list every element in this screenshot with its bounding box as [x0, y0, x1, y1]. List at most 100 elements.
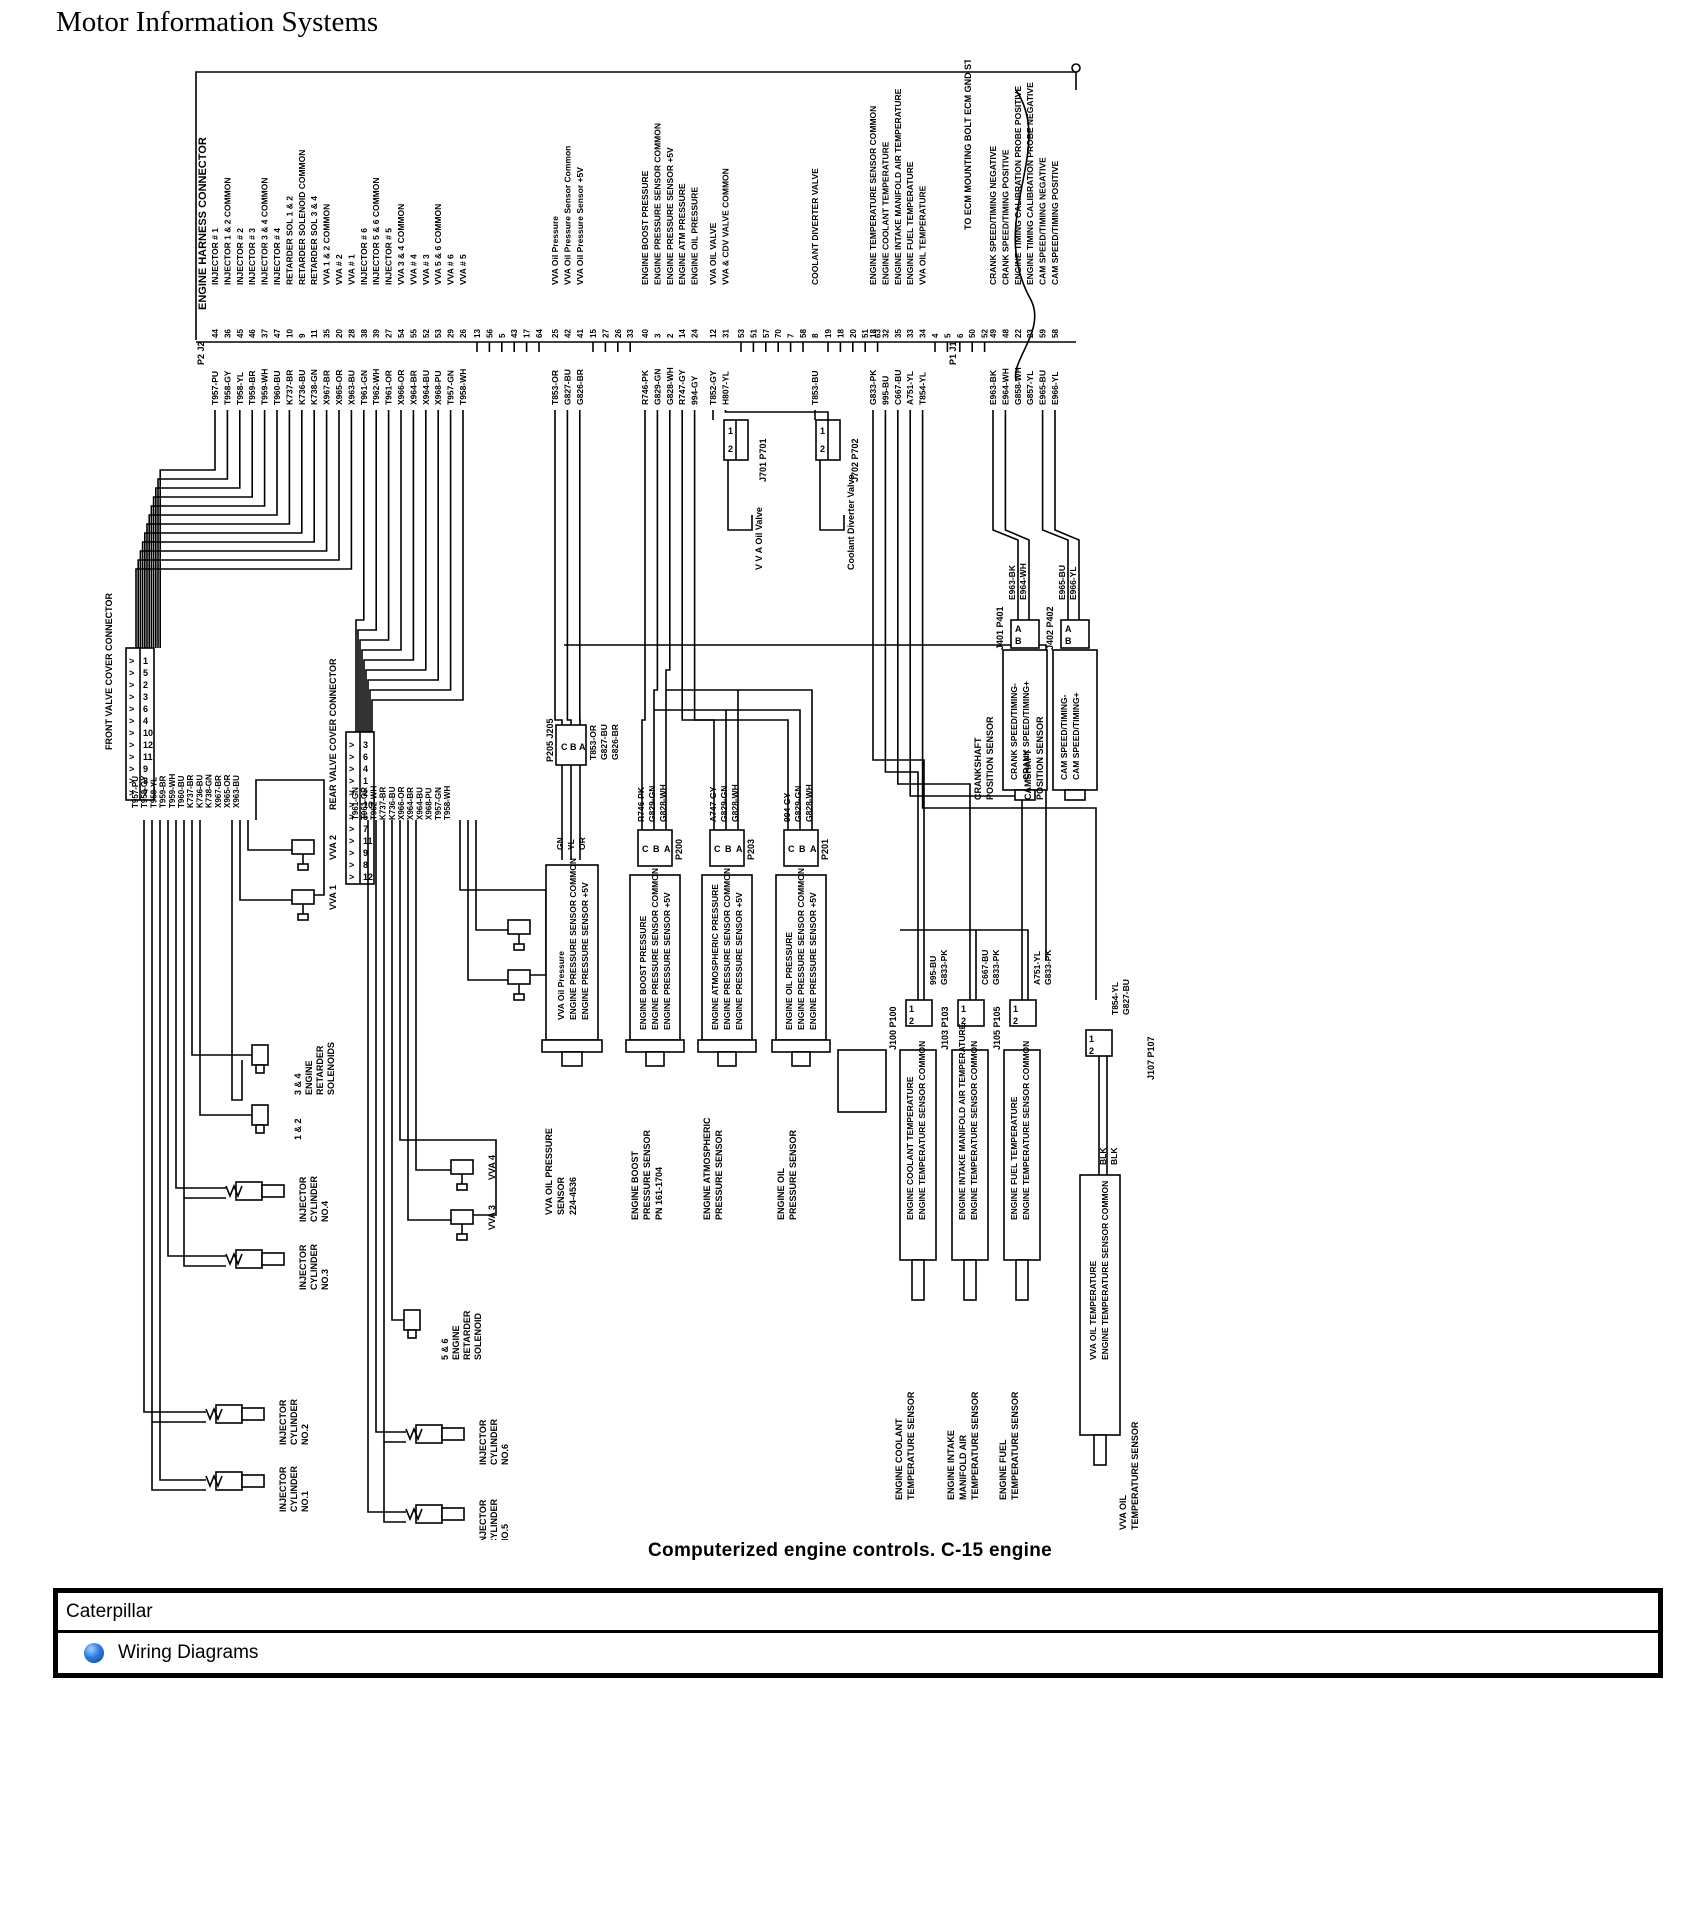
rear-valve-wire-label: X968-PU [425, 787, 434, 820]
spare-pin: 27 [601, 329, 610, 338]
injector-function: INJECTOR # 5 [384, 228, 394, 285]
ecm-frame [195, 71, 1077, 340]
fuel-temp-sensor-connector [1009, 999, 1037, 1027]
vva4-body [450, 1159, 474, 1175]
vva-temp-wire-label: G827-BU [1121, 979, 1131, 1015]
injector-wire-label: X964-BR [408, 370, 418, 405]
front-valve-connector-pin-arrow: > [129, 656, 134, 666]
navigation-box: Caterpillar Wiring Diagrams [53, 1588, 1663, 1678]
injector-wire-label: K738-GN [309, 369, 319, 405]
retarder-34-label: RETARDER [315, 1045, 325, 1095]
vva-valve-function: VVA & CDV VALVE COMMON [720, 168, 730, 285]
front-valve-connector-pin: 4 [143, 716, 148, 726]
inj5-wire-common [383, 1442, 406, 1523]
inj1-wire-common [151, 1422, 206, 1491]
coolant-temp-sensor-wire-label: 995-BU [928, 956, 938, 985]
injector-wire-label: T961-OR [384, 370, 394, 405]
vva-temp-pin: 1 [1089, 1034, 1094, 1044]
front-harness-wire [135, 410, 353, 648]
speed-wire-label: G858-WH [1013, 367, 1023, 405]
vva-oil-pin: 25 [551, 329, 560, 338]
j205-wire-label: G826-BR [610, 724, 620, 760]
temp-wire-label: 995-BU [880, 376, 890, 405]
fuel-temp-sensor-conn-label: J105 P105 [992, 1006, 1002, 1050]
vva-temp-probe [1093, 1434, 1107, 1466]
coolant-temp-sensor-probe [911, 1259, 925, 1301]
oil-sensor-body-label: ENGINE PRESSURE SENSOR COMMON [796, 868, 806, 1030]
vva-valve-wire-label: T852-GY [708, 370, 718, 405]
speed-wire-label: E966-YL [1050, 371, 1060, 405]
vva-valve-wire-label: H807-YL [720, 371, 730, 405]
boost-sensor-wire-label: G829-GN [647, 786, 657, 822]
injector-pin: 44 [211, 329, 220, 338]
injector-pin: 46 [248, 329, 257, 338]
injector-cylinder-6-label: CYLINDER [489, 1418, 499, 1465]
ret-56-wire [391, 820, 404, 1321]
injector-pin: 20 [335, 329, 344, 338]
fuel-temp-sensor-pin: 2 [1013, 1016, 1018, 1026]
injector-pin: 45 [236, 329, 245, 338]
spare-pin: 51 [861, 329, 870, 338]
pressure-function: ENGINE OIL PRESSURE [690, 187, 700, 285]
coolant-temp-sensor-body-label: ENGINE COOLANT TEMPERATURE [905, 1076, 915, 1220]
pressure-wire-label: G829-GN [652, 369, 662, 405]
coolant-valve-pin: 8 [811, 333, 820, 338]
boost-sensor-pin: B [653, 844, 660, 854]
spare-pin: 5 [498, 333, 507, 338]
injector-pin: 10 [285, 329, 294, 338]
blue-bullet-icon [84, 1643, 104, 1663]
injector-cylinder-5-label: INJECTOR [478, 1499, 488, 1540]
front-valve-wire-label: X965-OR [223, 774, 232, 808]
pressure-wire-label: G828-WH [665, 367, 675, 405]
front-valve-connector-pin-arrow: > [129, 752, 134, 762]
injector-pin: 29 [447, 329, 456, 338]
atm-sensor-body [701, 874, 753, 1041]
vva5-tip [513, 993, 525, 1001]
vva-oil-wire-label: G827-BU [562, 369, 572, 405]
temp-function: VVA OIL TEMPERATURE [918, 185, 928, 285]
rear-harness-wire [369, 410, 452, 732]
atm-sensor-body-label: ENGINE PRESSURE SENSOR +5V [734, 892, 744, 1030]
j205-color-label: GN [555, 837, 565, 850]
spare-pin: 19 [824, 329, 833, 338]
vva4-wire [415, 820, 451, 1171]
injector-pin: 54 [397, 329, 406, 338]
vva56-common [459, 820, 547, 976]
wiring-diagrams-link[interactable]: Wiring Diagrams [118, 1642, 259, 1663]
front-harness-wire [144, 410, 303, 648]
vva-temp-name: TEMPERATURE SENSOR [1130, 1421, 1140, 1530]
injector-function: INJECTOR # 6 [359, 228, 369, 285]
inj4-wire-common [183, 820, 226, 1199]
cam-sensor-wire-label: E966-YL [1068, 566, 1078, 600]
retarder-12-label: 1 & 2 [293, 1118, 303, 1140]
atm-sensor-connector [709, 829, 745, 867]
ecm-ground-label: TO ECM MOUNTING BOLT ECM GND STRAP [963, 60, 973, 230]
temp-pin: 18 [869, 329, 878, 338]
vva-oil-sensor-flange [541, 1039, 603, 1053]
retarder-12-tip [255, 1124, 265, 1134]
front-valve-connector-pin-arrow: > [129, 740, 134, 750]
speed-wire-label: E965-BU [1038, 370, 1048, 405]
atm-sensor-name: ENGINE ATMOSPHERIC [702, 1117, 712, 1220]
pressure-pin: 2 [666, 333, 675, 338]
retarder-34-label: SOLENOIDS [326, 1042, 336, 1095]
speed-function: CAM SPEED/TIMING POSITIVE [1050, 160, 1060, 285]
spare-pin: 4 [931, 333, 940, 338]
boost-sensor-flange [625, 1039, 685, 1053]
injector-pin: 39 [372, 329, 381, 338]
vva34-common [399, 820, 497, 1216]
rear-valve-connector-pin: 2 [363, 788, 368, 798]
injector-cylinder-3-label: INJECTOR [298, 1244, 308, 1290]
injector-wire-label: X965-OR [334, 370, 344, 405]
intake-temp-sensor-conn-label: J103 P103 [940, 1006, 950, 1050]
spare-pin: 52 [981, 329, 990, 338]
boost-sensor-body-label: ENGINE PRESSURE SENSOR COMMON [650, 868, 660, 1030]
rear-valve-connector-pin-arrow: > [349, 812, 354, 822]
nav-link-row[interactable]: Wiring Diagrams [58, 1633, 1658, 1673]
cam-sensor-connector [1060, 619, 1090, 649]
j205-label: P205 J205 [545, 718, 555, 762]
crank-harness [1004, 410, 1030, 620]
inj2-wire [143, 820, 206, 1413]
figure-caption: Computerized engine controls. C-15 engin… [648, 1540, 1052, 1561]
